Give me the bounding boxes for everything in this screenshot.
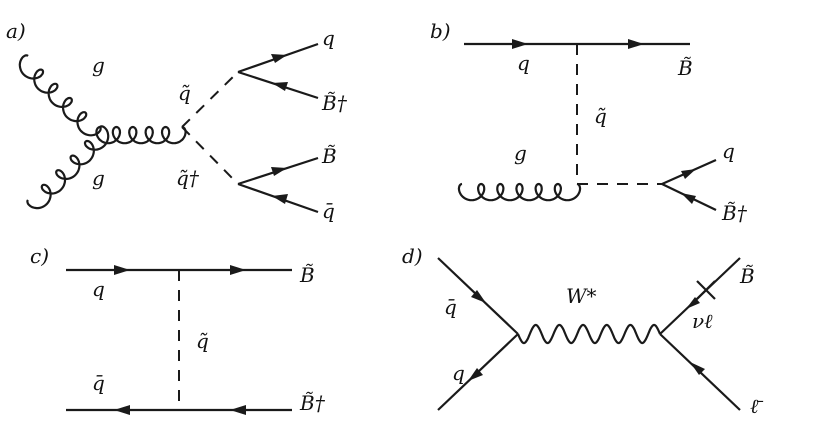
label-b-squark: q̃ bbox=[594, 104, 607, 128]
panel-a-tag: a) bbox=[6, 19, 26, 43]
panel-b: b) q B̃ q̃ g q B̃† bbox=[430, 19, 748, 225]
gluon-line-bottom bbox=[26, 125, 110, 210]
label-c-bino-dag: B̃† bbox=[299, 391, 326, 415]
label-q: q bbox=[322, 26, 335, 50]
arrow-b-quark bbox=[681, 169, 696, 179]
label-c-squark: q̃ bbox=[196, 329, 209, 353]
arrow-c-bottom-right bbox=[230, 405, 246, 415]
panel-c: c) q B̃ q̃ q̄ B̃† bbox=[30, 244, 326, 415]
label-c-bino: B̃ bbox=[299, 263, 315, 287]
arrow-b-right bbox=[628, 39, 644, 49]
label-c-q: q bbox=[92, 277, 105, 301]
squark-line-lower bbox=[181, 126, 239, 185]
w-boson-line bbox=[516, 323, 662, 345]
label-d-qbar: q̄ bbox=[444, 295, 457, 319]
gluon-line-b bbox=[457, 182, 582, 202]
arrow-quark-out bbox=[271, 54, 287, 63]
label-b-bino-dag: B̃† bbox=[721, 201, 748, 225]
arrow-d-antiquark bbox=[471, 290, 486, 303]
label-d-lbar: ℓ̄ bbox=[750, 394, 763, 418]
arrow-d-neutrino bbox=[686, 297, 700, 309]
gluon-line-propagator bbox=[95, 125, 187, 145]
label-qbar: q̄ bbox=[322, 199, 335, 223]
panel-b-tag: b) bbox=[430, 19, 451, 43]
arrow-b-left bbox=[512, 39, 528, 49]
label-g-bottom: g bbox=[92, 166, 105, 190]
arrow-b-bino-dag bbox=[681, 193, 696, 204]
mass-insertion-cross-b bbox=[696, 280, 716, 300]
arrow-bino bbox=[271, 167, 287, 176]
label-d-bino: B̃ bbox=[739, 264, 755, 288]
label-b-g: g bbox=[514, 141, 527, 165]
arrow-c-bottom-left bbox=[114, 405, 130, 415]
label-bino: B̃ bbox=[321, 144, 337, 168]
label-g-top: g bbox=[92, 53, 105, 77]
label-b-q: q bbox=[517, 51, 530, 75]
label-b-bino: B̃ bbox=[677, 56, 693, 80]
label-bino-dag: B̃† bbox=[321, 91, 348, 115]
squark-line-upper bbox=[181, 71, 239, 128]
panel-d-tag: d) bbox=[402, 244, 423, 268]
arrow-d-antilepton bbox=[690, 362, 705, 375]
panel-c-tag: c) bbox=[30, 244, 49, 268]
panel-d: d) q̄ q W* B̃ νℓ ℓ̄ bbox=[402, 244, 763, 418]
panel-a: a) g g q̃ q̃† q B̃† B̃ q̄ bbox=[6, 19, 348, 223]
label-squark: q̃ bbox=[178, 81, 191, 105]
label-d-w: W* bbox=[566, 284, 597, 308]
label-d-q: q bbox=[452, 361, 465, 385]
label-d-nu: νℓ bbox=[692, 309, 713, 333]
label-c-qbar: q̄ bbox=[92, 371, 105, 395]
arrow-antiquark bbox=[272, 194, 288, 204]
arrow-d-quark bbox=[468, 368, 483, 381]
label-b-q-out: q bbox=[722, 139, 735, 163]
gluon-line-top bbox=[18, 54, 102, 137]
label-squark-dag: q̃† bbox=[176, 166, 200, 190]
arrow-c-top-left bbox=[114, 265, 130, 275]
arrow-bino-dag bbox=[272, 82, 288, 91]
arrow-c-top-right bbox=[230, 265, 246, 275]
